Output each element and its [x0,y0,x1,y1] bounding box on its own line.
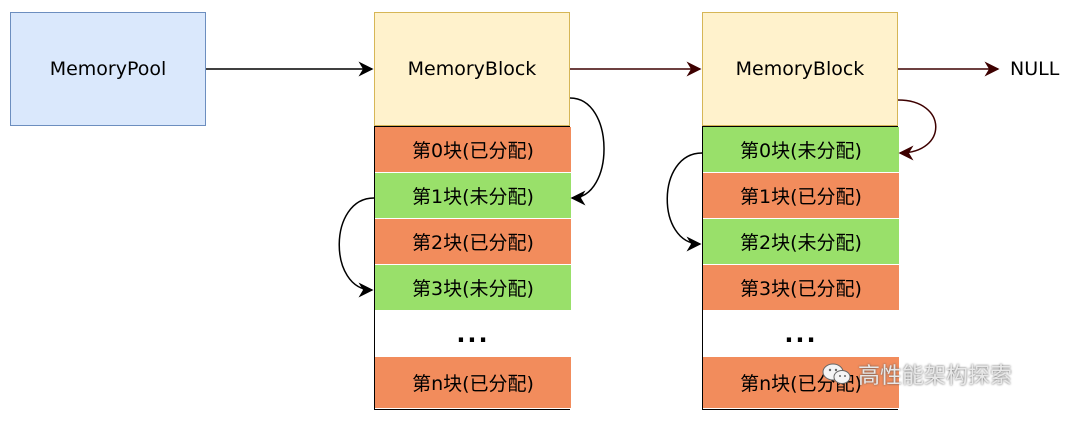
watermark-text: 高性能架构探索 [858,364,1013,389]
memory-block-1-chunks: 第0块(已分配) 第1块(未分配) 第2块(已分配) 第3块(未分配) ... … [374,126,571,410]
chunk-label: ... [784,319,818,348]
null-terminator-label: NULL [1010,58,1060,80]
chunk-label: 第0块(未分配) [740,140,862,162]
memory-block-2-label: MemoryBlock [735,58,865,80]
block-2-chunk-2: 第2块(未分配) [703,219,899,265]
block-2-chunk-1: 第1块(已分配) [703,173,899,219]
block-2-free-link-arrow [666,152,703,252]
chunk-label: 第n块(已分配) [412,373,534,395]
memory-block-2-chunks: 第0块(未分配) 第1块(已分配) 第2块(未分配) 第3块(已分配) ... … [702,126,899,410]
memory-block-1-label: MemoryBlock [407,58,537,80]
block-2-chunk-n: 第n块(已分配) [703,357,899,409]
chunk-label: 第2块(已分配) [412,232,534,254]
chunk-label: 第1块(已分配) [740,186,862,208]
memory-block-1-header: MemoryBlock [374,12,570,126]
block-1-free-link-arrow [338,197,375,298]
chunk-label: 第3块(未分配) [412,278,534,300]
memory-block-2-header: MemoryBlock [702,12,898,126]
block-1-chunk-0: 第0块(已分配) [375,127,571,173]
memory-pool-label: MemoryPool [49,58,167,80]
block-1-free-head-arrow [569,97,605,206]
chunk-label: 第2块(未分配) [740,232,862,254]
block-2-chunk-3: 第3块(已分配) [703,265,899,311]
chunk-label: ... [456,319,490,348]
watermark: 高性能架构探索 [822,358,1012,390]
block-1-chunk-2: 第2块(已分配) [375,219,571,265]
block-1-chunk-n: 第n块(已分配) [375,357,571,409]
chunk-label: 第1块(未分配) [412,186,534,208]
block-1-chunk-ellipsis: ... [375,311,571,357]
chunk-label: 第3块(已分配) [740,278,862,300]
chunk-label: 第0块(已分配) [412,140,534,162]
block-1-chunk-1: 第1块(未分配) [375,173,571,219]
block-2-chunk-ellipsis: ... [703,311,899,357]
block-1-chunk-3: 第3块(未分配) [375,265,571,311]
block-2-chunk-0: 第0块(未分配) [703,127,899,173]
block-2-free-head-arrow [897,99,937,161]
memory-pool-node: MemoryPool [10,12,206,126]
wechat-icon [822,363,851,384]
